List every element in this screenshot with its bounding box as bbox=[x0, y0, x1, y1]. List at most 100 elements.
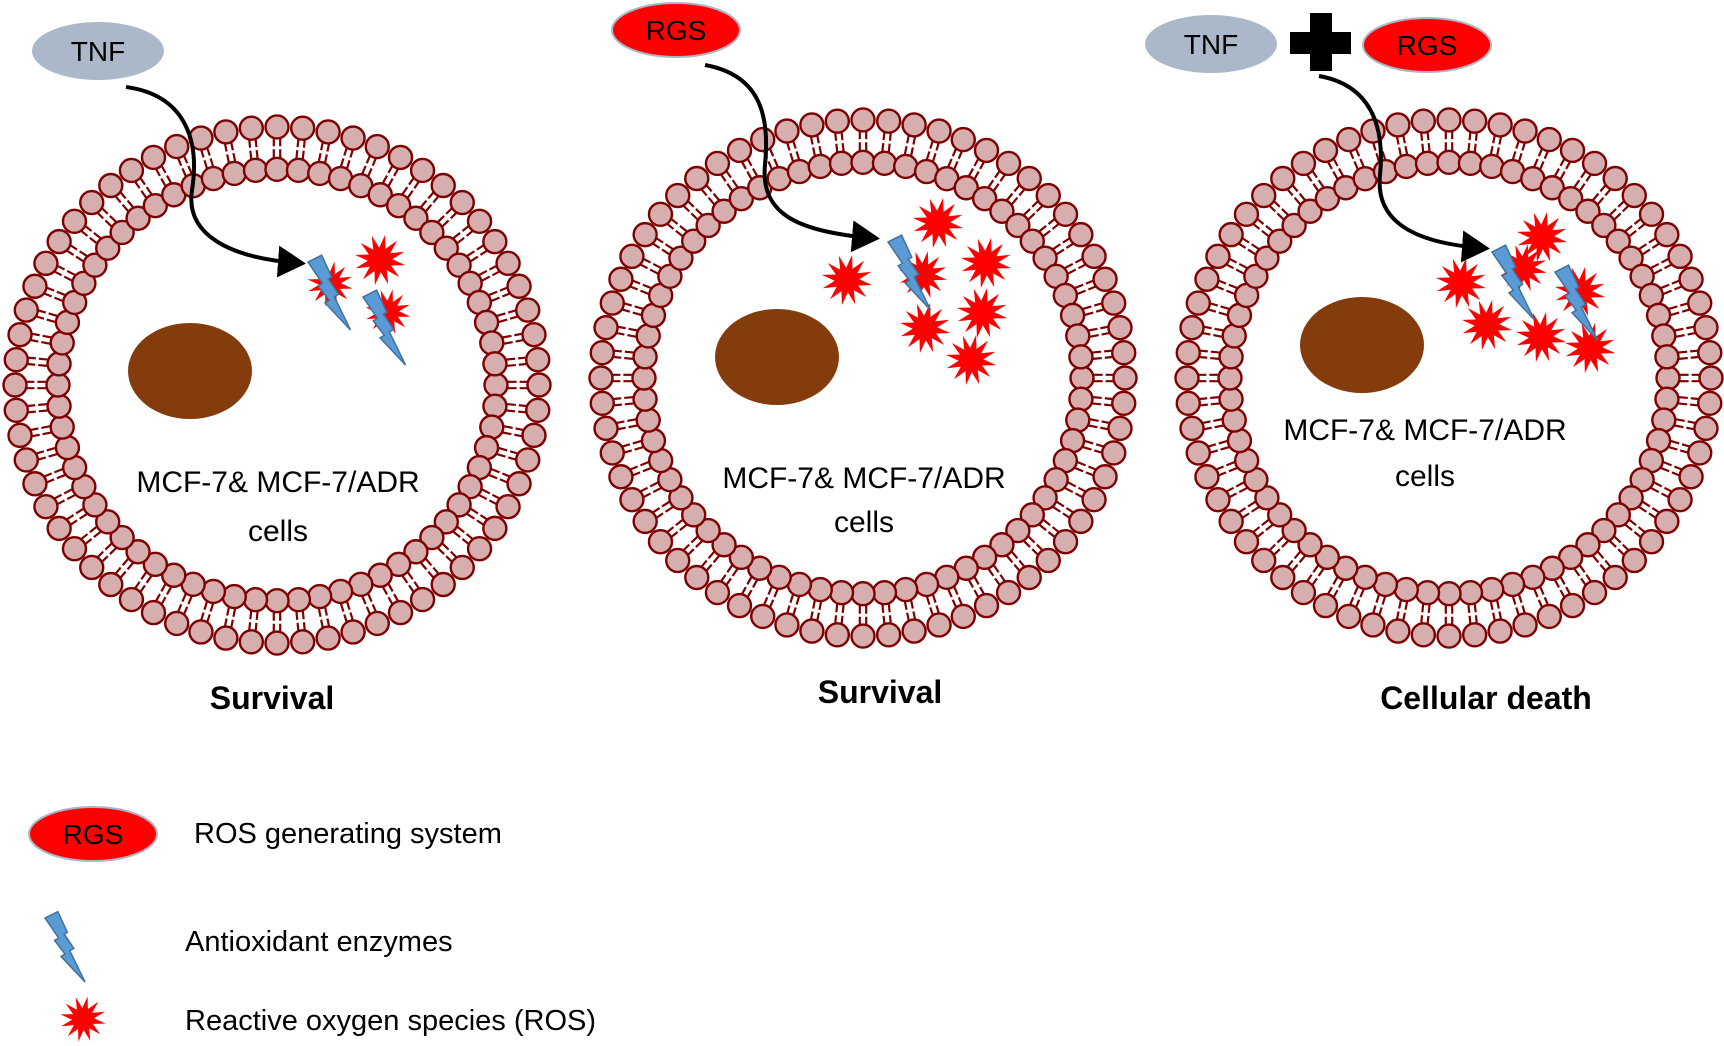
signal-arrow bbox=[1318, 74, 1490, 263]
lipid-head bbox=[1065, 407, 1091, 433]
lipid-head bbox=[807, 153, 833, 180]
lipid-head bbox=[632, 386, 658, 412]
phospholipid bbox=[989, 532, 1042, 591]
lipid-head bbox=[1270, 564, 1296, 591]
lipid-head bbox=[22, 471, 48, 497]
outcome-label: Survival bbox=[818, 674, 943, 710]
phospholipid bbox=[7, 414, 75, 449]
lipid-head bbox=[1092, 464, 1118, 490]
lipid-head bbox=[1385, 618, 1411, 644]
lipid-head bbox=[995, 150, 1022, 177]
lipid-head bbox=[506, 273, 532, 299]
lipid-head bbox=[1654, 221, 1680, 248]
signal-arrow bbox=[704, 63, 880, 253]
lipid-head bbox=[1112, 365, 1138, 391]
phospholipid bbox=[1175, 386, 1244, 416]
phospholipid bbox=[367, 144, 414, 208]
phospholipid bbox=[1520, 564, 1562, 630]
legend-label: Reactive oxygen species (ROS) bbox=[185, 1005, 596, 1037]
lipid-head bbox=[1581, 150, 1608, 177]
phospholipid bbox=[953, 555, 1000, 619]
lipid-head bbox=[665, 547, 691, 574]
phospholipid bbox=[1645, 290, 1713, 329]
lipid-head bbox=[1267, 228, 1293, 254]
phospholipid bbox=[98, 539, 151, 598]
lipid-head bbox=[1605, 228, 1631, 254]
phospholipid bbox=[348, 571, 390, 637]
lipid-head bbox=[2, 372, 28, 398]
lipid-head bbox=[289, 115, 316, 141]
lipid-head bbox=[367, 182, 393, 208]
phospholipid bbox=[1520, 126, 1562, 192]
rgs-ellipse-icon bbox=[28, 806, 158, 862]
lipid-head bbox=[495, 250, 521, 277]
lipid-head bbox=[46, 351, 72, 377]
lipid-head bbox=[1333, 555, 1359, 581]
rgs-pill: RGS bbox=[611, 2, 741, 58]
lipid-head bbox=[45, 372, 71, 398]
lipid-head bbox=[142, 192, 169, 219]
phospholipid bbox=[419, 189, 475, 246]
lipid-head bbox=[599, 290, 625, 316]
lipid-head bbox=[950, 603, 976, 630]
phospholipid bbox=[188, 578, 227, 645]
signal-arrow bbox=[125, 85, 306, 278]
lipid-head bbox=[1290, 150, 1317, 177]
phospholipid bbox=[1605, 502, 1665, 555]
lipid-head bbox=[875, 108, 902, 134]
lipid-head bbox=[403, 205, 429, 231]
lipid-head bbox=[893, 153, 919, 180]
lipid-head bbox=[1005, 517, 1031, 544]
lipid-head bbox=[1205, 486, 1231, 513]
lipid-head bbox=[479, 414, 505, 440]
lipid-head bbox=[1602, 165, 1628, 192]
lipid-head bbox=[98, 571, 124, 598]
lipid-head bbox=[850, 581, 876, 607]
phospholipid bbox=[1032, 485, 1094, 535]
phospholipid bbox=[46, 492, 108, 542]
phospholipid bbox=[913, 118, 952, 185]
lipid-head bbox=[3, 397, 29, 423]
phospholipid bbox=[647, 201, 707, 254]
cell-label-line2: cells bbox=[1395, 460, 1455, 493]
phospholipid bbox=[1032, 221, 1094, 271]
lipid-head bbox=[483, 372, 509, 398]
phospholipid bbox=[1605, 201, 1665, 254]
lipid-head bbox=[430, 172, 456, 199]
phospholipid bbox=[799, 576, 833, 644]
phospholipid bbox=[22, 273, 88, 316]
lipid-head bbox=[49, 330, 75, 356]
lipid-head bbox=[264, 588, 290, 614]
phospholipid bbox=[419, 524, 475, 581]
lipid-head bbox=[482, 393, 508, 419]
lipid-head bbox=[95, 509, 121, 535]
lipid-head bbox=[264, 156, 290, 182]
lipid-head bbox=[850, 107, 876, 133]
lipid-head bbox=[1461, 622, 1488, 648]
lipid-head bbox=[1499, 571, 1526, 598]
lipid-head bbox=[647, 529, 674, 555]
phospholipid bbox=[457, 250, 521, 297]
lipid-head bbox=[109, 219, 135, 246]
phospholipid bbox=[1385, 112, 1419, 180]
ros-starburst-icon bbox=[960, 237, 1012, 289]
phospholipid bbox=[893, 576, 927, 644]
enzyme-group bbox=[886, 234, 932, 311]
phospholipid bbox=[403, 539, 456, 598]
lipid-head bbox=[98, 172, 124, 199]
lipid-head bbox=[1111, 340, 1137, 366]
lipid-head bbox=[1360, 612, 1386, 638]
lipid-head bbox=[1693, 314, 1719, 341]
lipid-head bbox=[1479, 153, 1505, 180]
lipid-head bbox=[1175, 340, 1201, 366]
lipid-head bbox=[632, 508, 658, 535]
ros-starburst-icon bbox=[912, 197, 964, 249]
phospholipid bbox=[1539, 137, 1586, 201]
phospholipid bbox=[1251, 182, 1307, 239]
lipid-head bbox=[1019, 502, 1045, 528]
lipid-head bbox=[385, 551, 412, 578]
phospholipid bbox=[1270, 165, 1323, 224]
phospholipid bbox=[118, 157, 169, 219]
phospholipid bbox=[704, 150, 755, 212]
legend-icon-text: RGS bbox=[63, 819, 124, 850]
